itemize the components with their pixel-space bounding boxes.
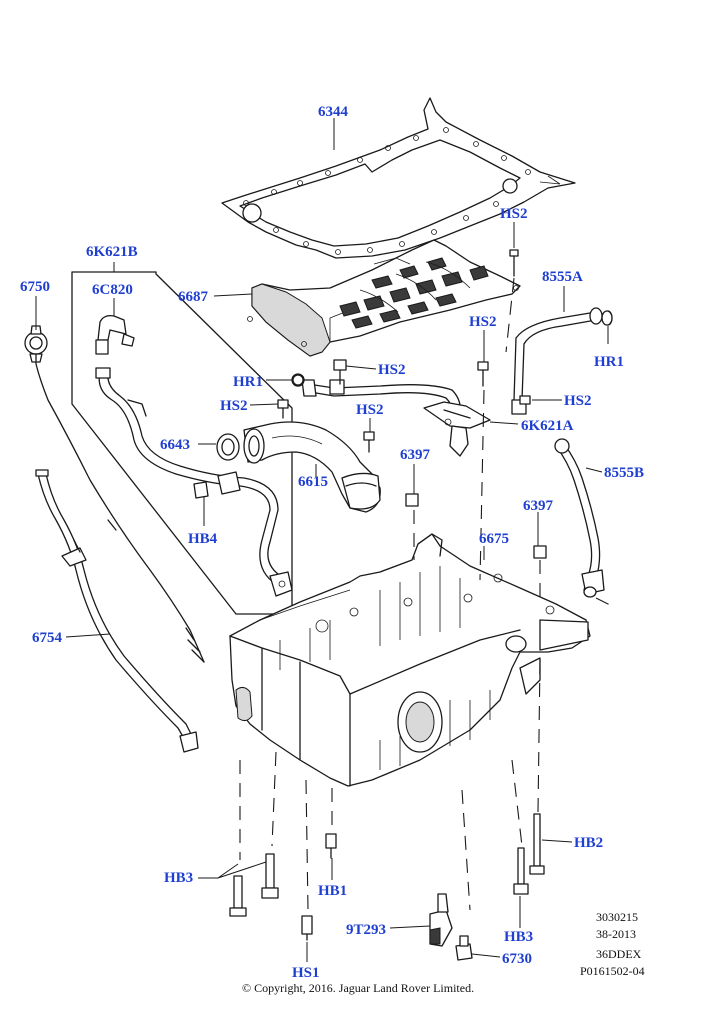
label-sensor[interactable]: 9T293 xyxy=(346,922,386,938)
meta-line-4: P0161502-04 xyxy=(580,964,645,978)
label-hb2[interactable]: HB2 xyxy=(574,835,603,851)
label-breather[interactable]: 6C820 xyxy=(92,282,133,298)
leader-lines xyxy=(35,118,609,962)
label-hb3-left[interactable]: HB3 xyxy=(164,870,193,886)
label-upper-oil-tube[interactable]: 8555A xyxy=(542,269,583,285)
label-hb4[interactable]: HB4 xyxy=(188,531,218,547)
label-hb1[interactable]: HB1 xyxy=(318,883,347,899)
oil-pan xyxy=(229,533,591,787)
lower-oil-tube xyxy=(554,438,605,598)
label-hs2-pickup[interactable]: HS2 xyxy=(356,402,384,418)
label-oil-pickup[interactable]: 6615 xyxy=(298,474,328,490)
label-oil-pan[interactable]: 6675 xyxy=(479,531,509,547)
dipstick xyxy=(24,325,205,663)
label-hs2-left[interactable]: HS2 xyxy=(220,398,248,414)
label-hb3-right[interactable]: HB3 xyxy=(504,929,533,945)
diagram-meta: 3030215 38-2013 36DDEX P0161502-04 © Cop… xyxy=(242,910,645,995)
oil-pickup xyxy=(216,421,381,513)
label-dipstick-tube[interactable]: 6754 xyxy=(32,630,63,646)
label-plug-left[interactable]: 6397 xyxy=(400,447,431,463)
assembly-lines xyxy=(239,277,613,911)
meta-line-1: 3030215 xyxy=(596,910,638,924)
label-hs2-center[interactable]: HS2 xyxy=(469,314,497,330)
oil-pan-gasket xyxy=(221,97,576,259)
label-oil-pan-gasket[interactable]: 6344 xyxy=(318,104,349,120)
label-plug-right[interactable]: 6397 xyxy=(523,498,554,514)
fasteners xyxy=(277,249,613,559)
label-hr1-left[interactable]: HR1 xyxy=(233,374,263,390)
lower-bolts xyxy=(229,813,545,961)
copyright-text: © Copyright, 2016. Jaguar Land Rover Lim… xyxy=(242,981,474,995)
label-harness-group[interactable]: 6K621B xyxy=(86,244,138,260)
meta-line-2: 38-2013 xyxy=(596,927,636,941)
label-lower-oil-tube[interactable]: 8555B xyxy=(604,465,644,481)
label-drain-plug[interactable]: 6730 xyxy=(502,951,532,967)
label-hs2-screen[interactable]: HS2 xyxy=(500,206,528,222)
label-pickup-bracket[interactable]: 6K621A xyxy=(521,418,574,434)
label-hs2-pipe[interactable]: HS2 xyxy=(378,362,406,378)
label-o-ring[interactable]: 6643 xyxy=(160,437,190,453)
label-hr1-right[interactable]: HR1 xyxy=(594,354,624,370)
meta-line-3: 36DDEX xyxy=(596,947,642,961)
label-baffle[interactable]: 6687 xyxy=(178,289,209,305)
pickup-bracket xyxy=(423,401,491,457)
label-hs1[interactable]: HS1 xyxy=(292,965,320,981)
label-hs2-right[interactable]: HS2 xyxy=(564,393,592,409)
label-dipstick[interactable]: 6750 xyxy=(20,279,50,295)
oil-pan-baffle xyxy=(247,239,521,357)
breather-group xyxy=(71,271,293,615)
dipstick-tube xyxy=(35,469,199,753)
part-labels: 6344 HS2 6K621B 6C820 6750 6687 8555A HS… xyxy=(20,104,644,981)
